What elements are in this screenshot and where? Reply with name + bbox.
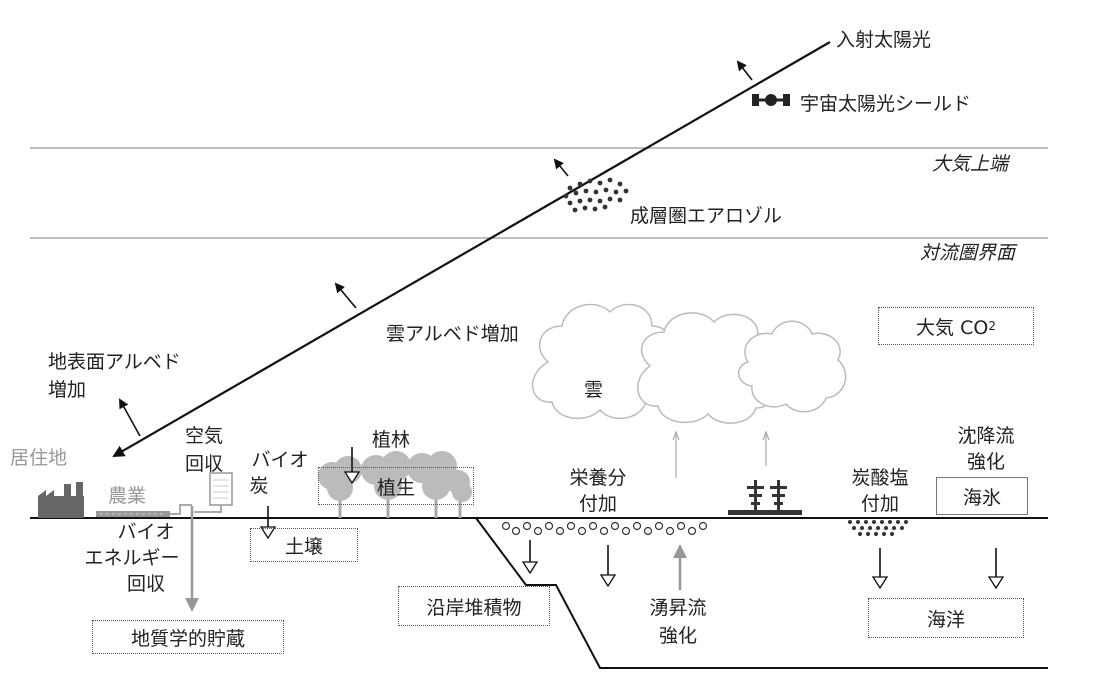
carbonate-label-line1: 炭酸塩	[851, 467, 909, 489]
vegetation-box: 植生	[318, 467, 474, 505]
soil-text: 土壌	[284, 535, 323, 558]
sea-ice-box: 海氷	[936, 477, 1028, 515]
nutrient-circles-icon	[501, 521, 708, 536]
downwelling-label-line2: 強化	[966, 451, 1005, 473]
air-capture-icon	[170, 472, 233, 515]
bioenergy-label-line2: エネルギー	[84, 547, 180, 569]
sea-floor	[475, 517, 1048, 669]
ocean-box: 海洋	[868, 598, 1024, 638]
space-shield-label: 宇宙太陽光シールド	[800, 93, 972, 115]
upwelling-label-line2: 強化	[658, 625, 697, 647]
nutrient-label-line1: 栄養分	[569, 467, 627, 489]
surface-albedo-label-line2: 増加	[48, 379, 87, 401]
cloud-label: 雲	[584, 379, 604, 401]
biochar-label-line2: 炭	[249, 475, 269, 497]
coastal-sediment-box: 沿岸堆積物	[398, 586, 550, 626]
agriculture-label: 農業	[108, 485, 147, 507]
coastal-sediment-text: 沿岸堆積物	[426, 596, 522, 619]
incoming-sunlight-label: 入射太陽光	[836, 29, 932, 51]
trees-icon	[318, 451, 472, 518]
sea-ice-text: 海氷	[962, 486, 1001, 509]
soil-box: 土壌	[250, 528, 358, 562]
geological-storage-text: 地質学的貯蔵	[130, 627, 245, 650]
atmospheric-co2-subscript: 2	[988, 319, 996, 333]
ocean-text: 海洋	[926, 608, 965, 631]
downwelling-label-line1: 沈降流	[957, 425, 1015, 447]
geological-storage-box: 地質学的貯蔵	[92, 620, 284, 654]
stratospheric-aerosol-label: 成層圏エアロゾル	[630, 205, 783, 227]
surface-albedo-label-line1: 地表面アルベド	[48, 351, 181, 373]
reflect-arrow-surface	[119, 398, 141, 437]
pylon-icon	[728, 480, 802, 515]
reflect-arrow-cloud	[334, 282, 357, 309]
tropopause-label: 対流圏界面	[920, 242, 1016, 264]
nutrient-label-line2: 付加	[578, 493, 617, 515]
aerosol-dots-icon	[563, 177, 629, 213]
cloud-albedo-label: 雲アルベド増加	[386, 323, 519, 345]
bioenergy-label-line3: 回収	[126, 573, 165, 595]
bioenergy-label-line1: バイオ	[117, 521, 175, 543]
agriculture-icon	[96, 511, 170, 517]
vegetation-text: 植生	[376, 476, 415, 499]
air-capture-label-line1: 空気	[184, 425, 223, 447]
sunlight-beam	[112, 41, 831, 458]
top-of-atmosphere-label: 大気上端	[932, 153, 1009, 175]
carbonate-dots-icon	[848, 520, 908, 536]
upwelling-label-line1: 湧昇流	[649, 597, 707, 619]
afforestation-label: 植林	[372, 429, 411, 451]
cloud-right-icon	[637, 312, 847, 424]
air-capture-label-line2: 回収	[184, 453, 223, 475]
reflect-arrow-shield	[736, 60, 753, 81]
reflect-arrow-aerosol	[553, 158, 569, 177]
biochar-label-line1: バイオ	[251, 449, 309, 471]
atmospheric-co2-text: 大気 CO	[916, 316, 989, 339]
space-shield-icon	[752, 94, 790, 106]
settlement-label: 居住地	[10, 447, 68, 469]
carbonate-label-line2: 付加	[860, 493, 899, 515]
factory-icon	[38, 482, 84, 518]
